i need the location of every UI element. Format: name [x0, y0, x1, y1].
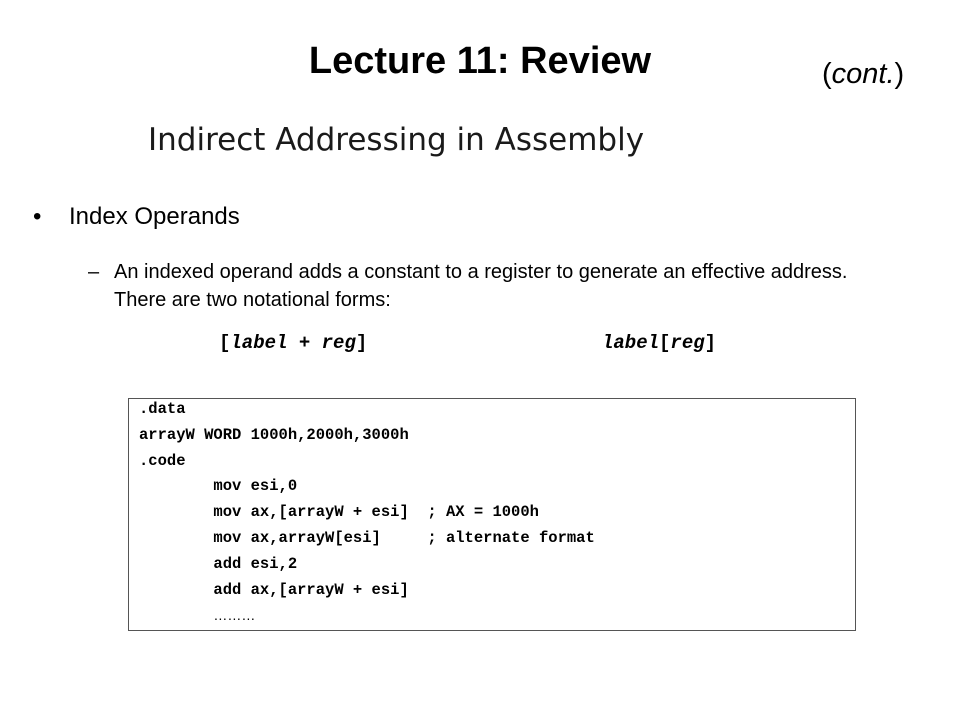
code-indent	[139, 607, 213, 625]
continued-word: cont.	[831, 58, 895, 90]
bullet-text: Index Operands	[69, 203, 240, 230]
bullet-index-operands: • Index Operands	[33, 200, 240, 234]
code-line: .code	[139, 451, 186, 470]
sub-bullet-description: – An indexed operand adds a constant to …	[88, 258, 888, 314]
form1-reg: reg	[321, 332, 356, 354]
form2-close-bracket: ]	[704, 332, 717, 354]
code-line: add ax,[arrayW + esi]	[139, 580, 409, 599]
code-line: mov ax,arrayW[esi] ; alternate format	[139, 528, 595, 547]
code-line: arrayW WORD 1000h,2000h,3000h	[139, 425, 409, 444]
form1-open-bracket: [	[219, 332, 231, 354]
slide-title: Lecture 11: Review	[308, 40, 652, 82]
notation-form-bracket: [label + reg]	[219, 330, 367, 356]
code-line: add esi,2	[139, 554, 298, 573]
code-line: mov esi,0	[139, 477, 298, 496]
sub-bullet-text: An indexed operand adds a constant to a …	[114, 261, 848, 311]
continued-open-paren: (	[822, 58, 832, 90]
bullet-marker: •	[33, 203, 42, 230]
code-line-ellipsis: ………	[139, 603, 855, 630]
form2-reg: reg	[670, 332, 705, 354]
code-ellipsis: ………	[213, 607, 256, 624]
form2-open-bracket: [	[659, 332, 671, 354]
code-example-box: .data arrayW WORD 1000h,2000h,3000h .cod…	[128, 398, 856, 631]
slide-subtitle: Indirect Addressing in Assembly	[148, 122, 645, 158]
form1-close-bracket: ]	[355, 332, 368, 354]
code-line: .data	[139, 400, 186, 418]
code-line: mov ax,[arrayW + esi] ; AX = 1000h	[139, 503, 539, 522]
sub-bullet-marker: –	[88, 261, 100, 283]
form2-label: label	[602, 332, 660, 354]
notation-form-array: label[reg]	[602, 330, 716, 356]
continued-label: (cont.)	[822, 56, 904, 92]
form1-plus: +	[287, 332, 322, 354]
form1-label: label	[230, 332, 288, 354]
continued-close-paren: )	[894, 58, 905, 90]
